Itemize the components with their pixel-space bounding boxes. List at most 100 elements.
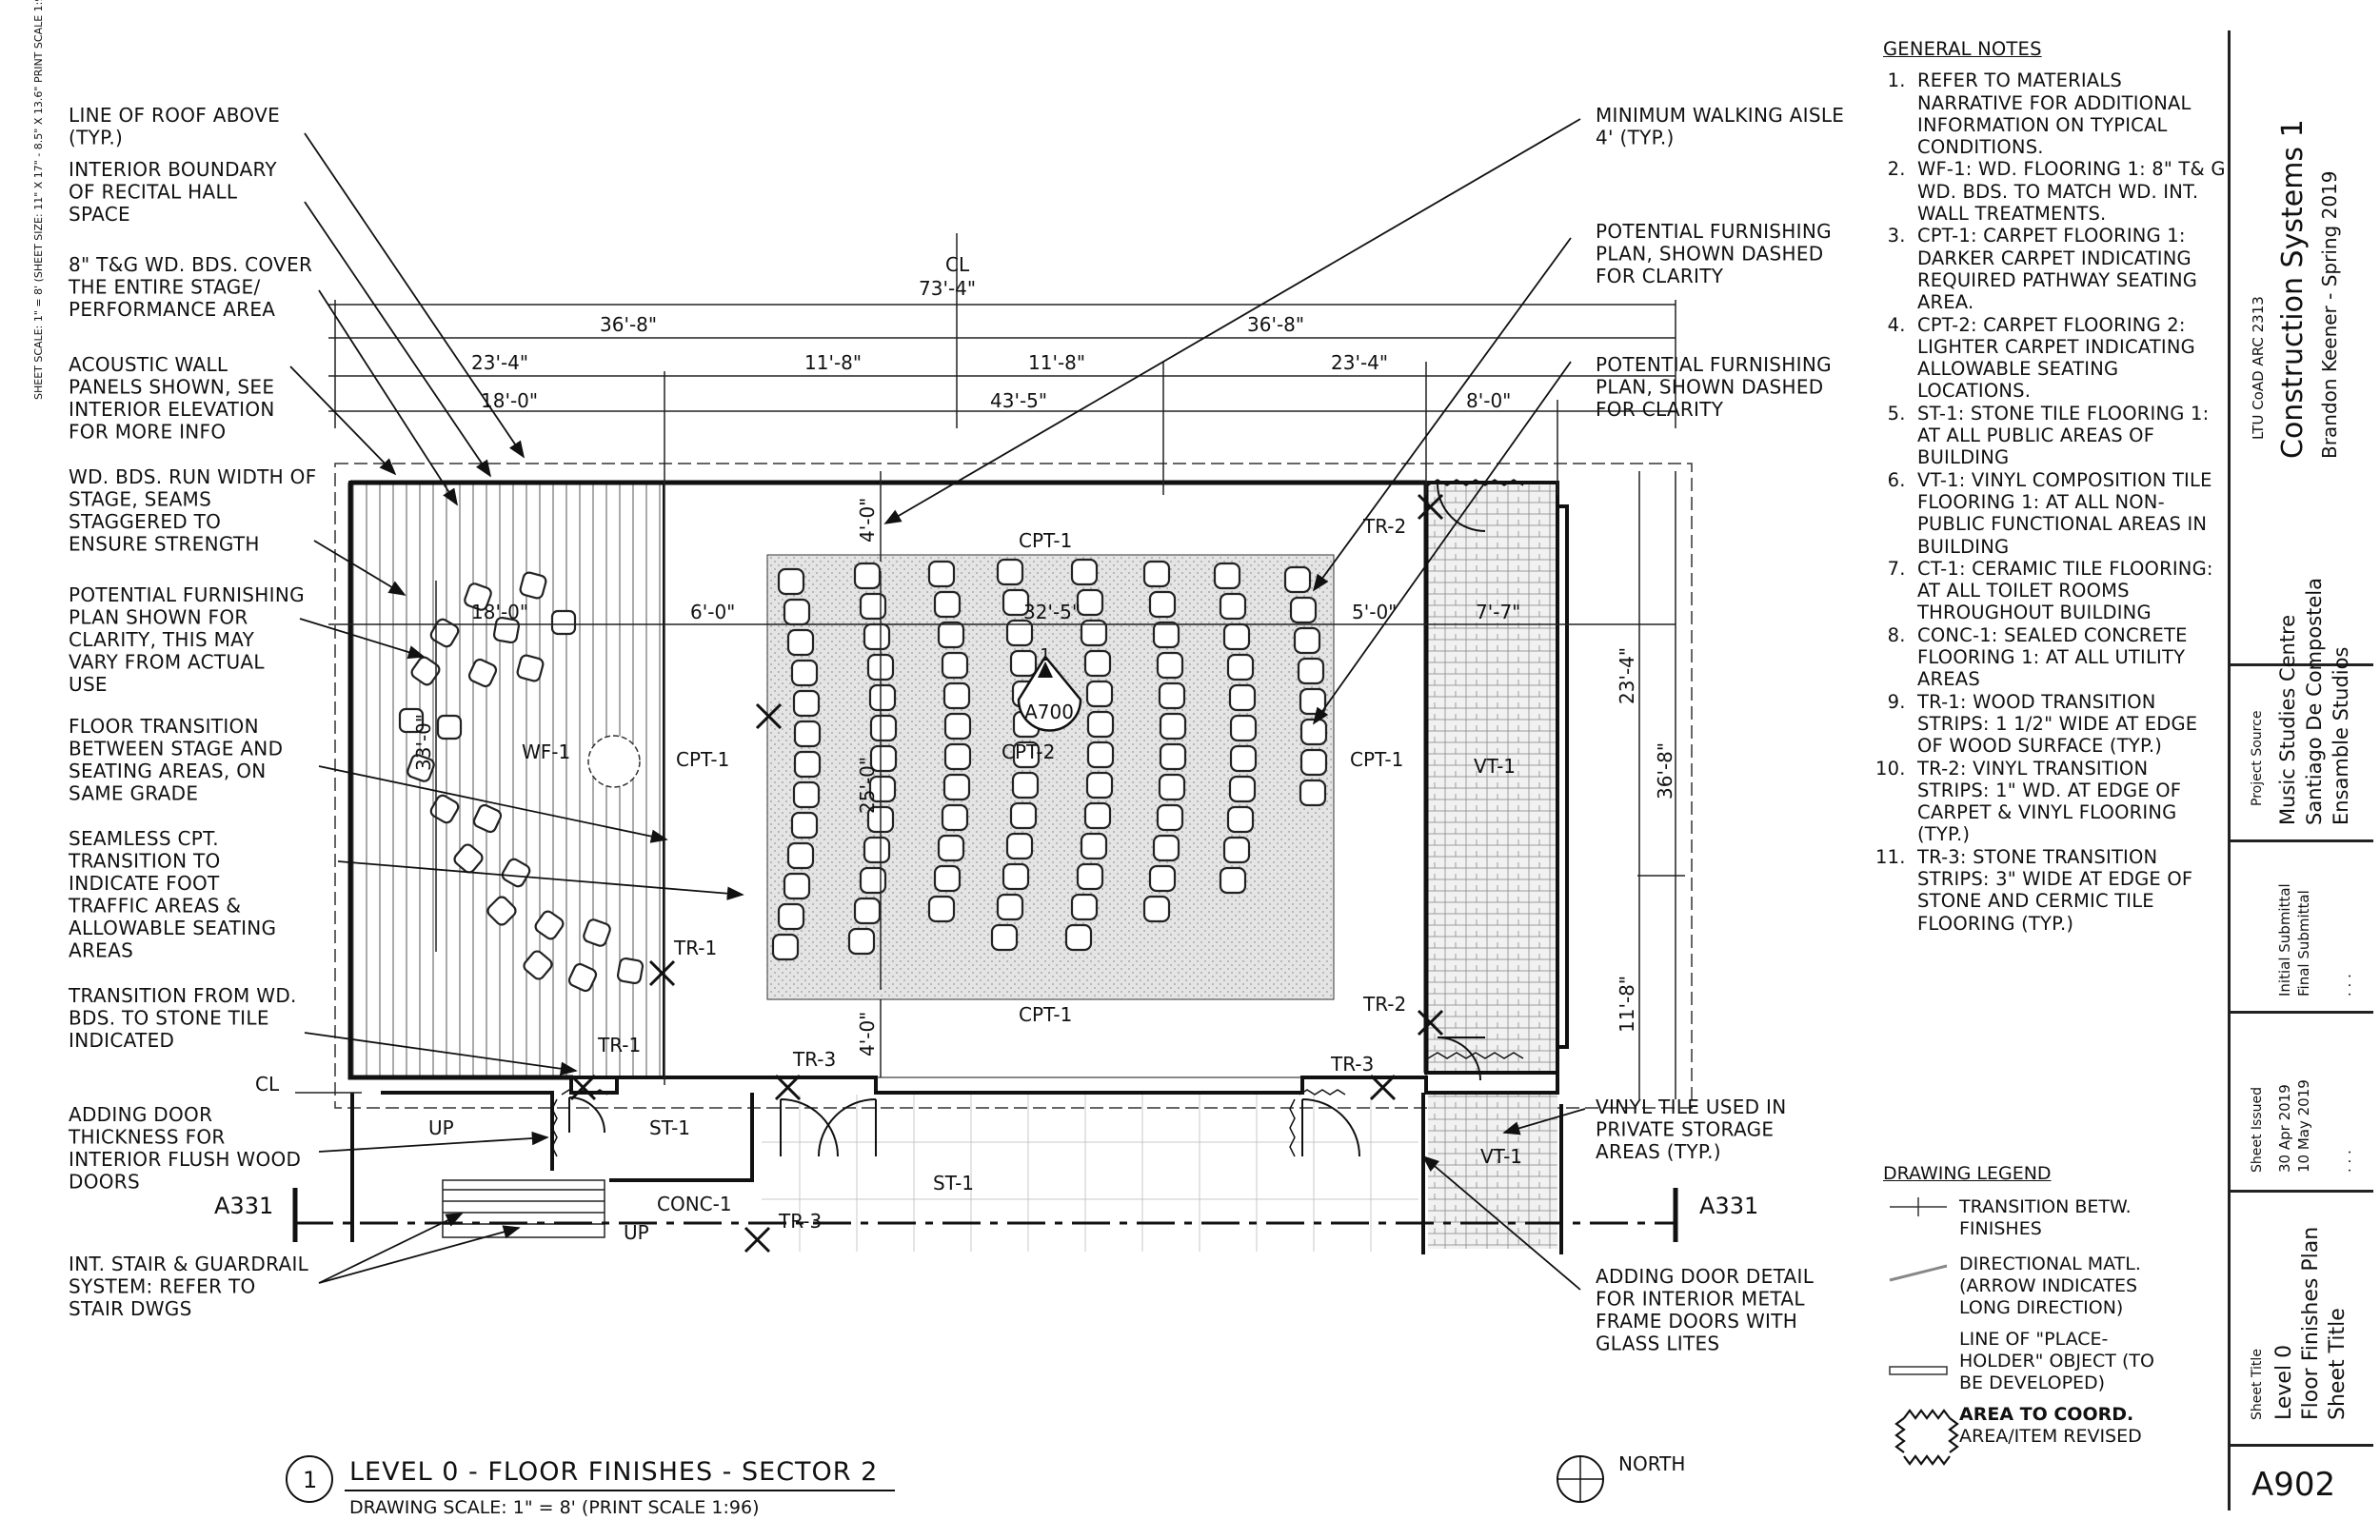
seating-rows [771,558,1328,961]
annotation-line: SEATING AREAS, ON [69,760,267,782]
dim-23-4-vert: 23'-4" [1616,647,1638,704]
annotation-line: ADDING DOOR DETAIL [1596,1265,1815,1288]
tag-tr2-b: TR-2 [1362,993,1406,1016]
sheet-title-3: Sheet Title [2326,1308,2350,1420]
tag-tr1-b: TR-1 [597,1034,641,1056]
annotation-line: INDICATE FOOT [69,872,220,895]
doors [568,483,1486,1157]
tag-tr1-a: TR-1 [673,937,717,959]
section-ref-right: A331 [1699,1193,1758,1219]
dim-23-4-left: 23'-4" [471,351,528,374]
annotation-line: TRANSITION FROM WD. [68,984,297,1007]
annotation-line: ADDING DOOR [69,1103,212,1126]
annotation-line: SAME GRADE [69,782,198,805]
section-line [292,1188,1678,1242]
general-note-item: CONC-1: SEALED CONCRETE FLOORING 1: AT A… [1912,624,2226,691]
dim-33-0: 33'-0" [412,714,435,771]
annotation-line: THE ENTIRE STAGE/ [68,276,261,299]
submittal-2: Final Submittal [2295,890,2312,997]
annotation-line: 8" T&G WD. BDS. COVER [69,253,312,276]
sheet-title-label: Sheet Title [2250,1349,2265,1420]
issued-dots: . . . [2337,1150,2354,1173]
legend-line: BE DEVELOPED) [1959,1372,2106,1393]
roof-line [334,463,1693,1109]
legend-line: (ARROW INDICATES [1959,1275,2138,1296]
tag-vt1-top: VT-1 [1474,755,1516,778]
tag-cpt1-bottom: CPT-1 [1019,1003,1072,1026]
dim-25-0: 25'-0" [856,757,879,814]
dim-4-0-bot: 4'-0" [856,1012,879,1056]
annotation-line: DOORS [69,1171,140,1194]
annotation-line: ACOUSTIC WALL [69,353,228,376]
dim-36-8-vert: 36'-8" [1654,742,1676,800]
annotation-line: INTERIOR FLUSH WOOD [69,1148,301,1171]
vinyl-tile-area-top [1424,481,1559,1075]
project-line-1: Music Studies Centre [2276,614,2299,825]
a700-label: A700 [1024,701,1074,723]
annotation-line: TRANSITION TO [68,850,221,873]
legend-coord-sub: AREA/ITEM REVISED [1959,1426,2142,1447]
issued-1: 30 Apr 2019 [2276,1084,2293,1173]
tag-st1-b: ST-1 [933,1172,974,1194]
annotation-line: PLAN SHOWN FOR [69,606,248,629]
tag-up-b: UP [624,1221,649,1244]
legend-graphics [1889,1197,1959,1466]
stage-chairs [398,571,645,993]
issued-label: Sheet Issued [2250,1086,2265,1173]
north-label: NORTH [1618,1452,1685,1475]
dim-11-8-b: 11'-8" [1028,351,1085,374]
dim-half-left: 36'-8" [600,313,657,336]
annotation-line: SYSTEM: REFER TO [69,1275,256,1298]
dim-43-5: 43'-5" [990,389,1047,412]
annotation-line: INTERIOR BOUNDARY [69,158,277,181]
annotation-line: PRIVATE STORAGE [1596,1118,1774,1141]
annotation-line: FLOOR TRANSITION [69,715,259,738]
dim-11-8-a: 11'-8" [804,351,862,374]
annotation-line: ENSURE STRENGTH [69,533,260,556]
dim-overall: 73'-4" [919,277,976,300]
general-note-item: WF-1: WD. FLOORING 1: 8" T& G WD. BDS. T… [1912,158,2226,225]
general-note-item: VT-1: VINYL COMPOSITION TILE FLOORING 1:… [1912,469,2226,558]
general-notes: GENERAL NOTES REFER TO MATERIALS NARRATI… [1883,38,2226,935]
dim-32-5: 32'-5" [1023,601,1081,623]
annotation-line: MINIMUM WALKING AISLE [1596,104,1844,127]
dim-6-0: 6'-0" [690,601,735,623]
annotation-line: SPACE [69,203,130,226]
general-notes-list: REFER TO MATERIALS NARRATIVE FOR ADDITIO… [1883,69,2226,935]
dim-7-7: 7'-7" [1476,601,1520,623]
general-note-item: TR-1: WOOD TRANSITION STRIPS: 1 1/2" WID… [1912,691,2226,758]
lower-rooms [350,1073,1563,1254]
dimension-lines [328,233,1685,1099]
tag-conc1: CONC-1 [657,1193,732,1215]
general-note-item: REFER TO MATERIALS NARRATIVE FOR ADDITIO… [1912,69,2226,158]
legend-item-placeholder: LINE OF "PLACE- HOLDER" OBJECT (TO BE DE… [1959,1329,2197,1394]
stair [442,1179,605,1238]
general-note-item: CPT-2: CARPET FLOORING 2: LIGHTER CARPET… [1912,314,2226,403]
general-note-item: ST-1: STONE TILE FLOORING 1: AT ALL PUBL… [1912,403,2226,469]
legend-line: LINE OF "PLACE- [1959,1329,2109,1350]
annotation-line: FRAME DOORS WITH [1596,1310,1797,1333]
dim-11-8-vert: 11'-8" [1616,976,1638,1033]
annotation-line: VARY FROM ACTUAL [69,651,265,674]
leader-arrows [289,118,1586,1291]
annotation-line: STAGGERED TO [69,510,221,533]
submittal-dots: . . . [2337,974,2354,997]
annotation-line: WD. BDS. RUN WIDTH OF [69,465,317,488]
dim-18-0-mid: 18'-0" [471,601,528,623]
annotation-line: PLAN, SHOWN DASHED [1596,376,1824,399]
dim-23-4-right: 23'-4" [1331,351,1388,374]
tag-wf1: WF-1 [522,740,570,763]
annotation-line: FOR MORE INFO [69,421,226,444]
annotation-line: AREAS [69,939,133,962]
sheet-scale-note: SHEET SCALE: 1" = 8' (SHEET SIZE: 11" X … [32,0,45,400]
general-note-item: CT-1: CERAMIC TILE FLOORING: AT ALL TOIL… [1912,558,2226,624]
tag-up-a: UP [428,1116,454,1139]
dim-cl-top: CL [945,253,970,276]
annotation-line: GLASS LITES [1596,1333,1719,1355]
annotation-line: TRAFFIC AREAS & [68,895,241,918]
stage-piano-placeholder [587,735,641,788]
tag-cpt1-left: CPT-1 [676,748,729,771]
sheet-title-2: Floor Finishes Plan [2299,1226,2323,1420]
annotation-line: INDICATED [69,1029,174,1052]
